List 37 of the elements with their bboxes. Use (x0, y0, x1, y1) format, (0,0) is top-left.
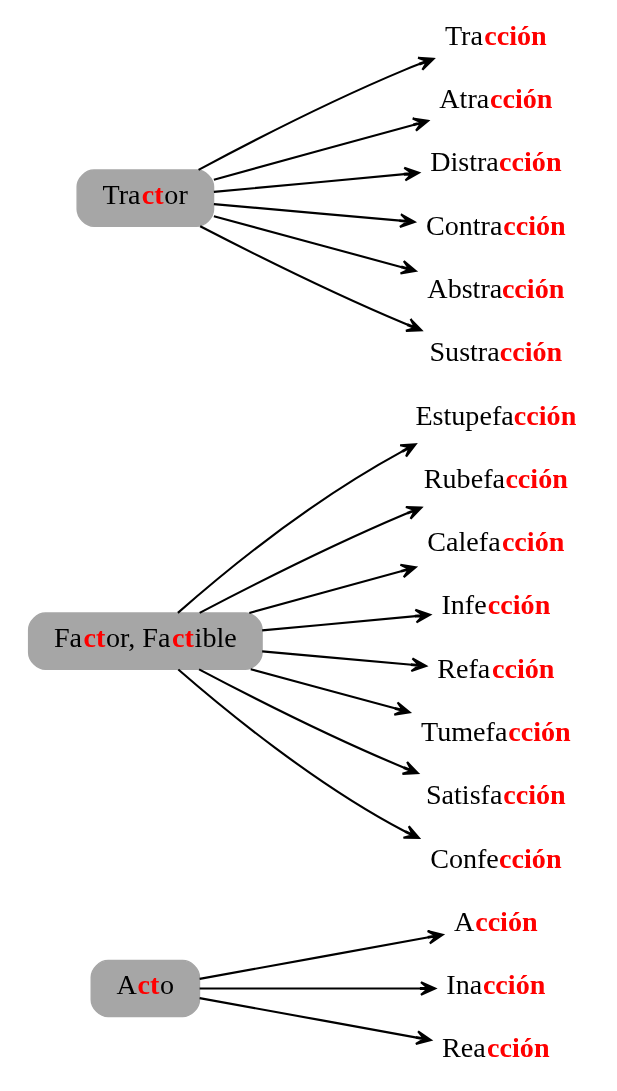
arrow (249, 563, 417, 614)
node-text: Sustracción (429, 336, 563, 368)
arrow (250, 668, 411, 716)
arrow (199, 981, 437, 996)
arrow (199, 929, 444, 980)
node-text: Reacción (442, 1032, 550, 1064)
node-text: Rubefacción (423, 462, 568, 494)
node-text: Abstracción (427, 272, 565, 304)
node-box: Factor, Factible (27, 612, 263, 670)
arrow (199, 997, 432, 1045)
arrow (213, 215, 417, 275)
arrow (213, 166, 420, 193)
arrow (199, 225, 423, 332)
node-text: Infección (441, 589, 551, 621)
node-text: Estupefacción (415, 399, 577, 431)
node-text: Calefacción (427, 526, 565, 558)
node-text: Distracción (430, 146, 562, 178)
node-text: Tumefacción (421, 715, 571, 747)
arrow (213, 117, 429, 181)
arrow (199, 505, 423, 614)
node-text: Confección (430, 842, 562, 874)
arrow (213, 203, 416, 229)
node-box: Tractor (76, 169, 215, 227)
node-box: Acto (90, 959, 201, 1018)
node-text: Inacción (446, 969, 546, 1001)
node-text: Atracción (439, 83, 553, 115)
arrow (262, 650, 427, 673)
node-text: Satisfacción (425, 779, 566, 811)
arrow (177, 443, 417, 614)
arrow (177, 668, 420, 840)
arrow (198, 668, 419, 775)
node-text: Tracción (444, 19, 547, 51)
node-text: Acción (454, 905, 538, 937)
arrow (198, 56, 435, 171)
arrow (262, 608, 432, 632)
node-text: Contracción (425, 209, 566, 241)
node-text: Refacción (437, 652, 555, 684)
